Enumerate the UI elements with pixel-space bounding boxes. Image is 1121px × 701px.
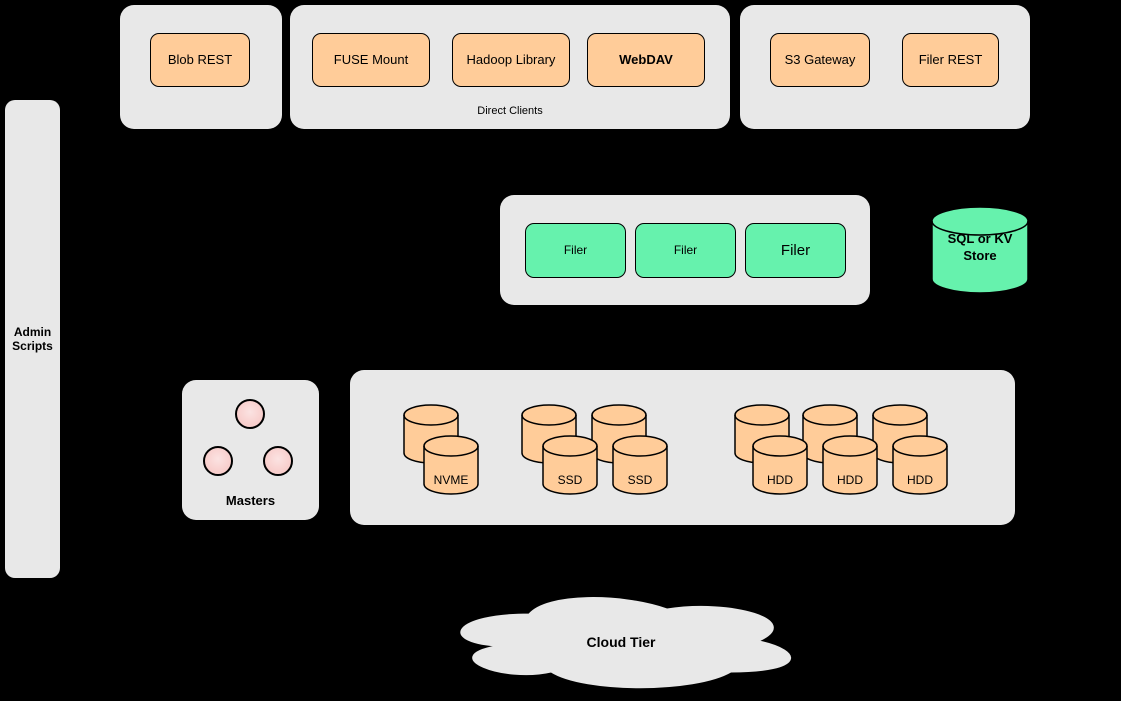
filer-node-2: Filer [635,223,736,278]
sql-kv-store-label: SQL or KV Store [947,231,1013,263]
ssd-cylinder: SSD [611,434,669,496]
master-circle-icon [235,399,265,429]
masters-label: Masters [225,493,276,508]
admin-scripts-label: Admin Scripts [12,324,53,353]
hdd-label: HDD [767,473,793,487]
database-cylinder-icon [542,435,598,495]
hdd-cylinder: HDD [751,434,809,496]
cloud-icon [460,597,792,689]
direct-clients-caption: Direct Clients [477,105,543,117]
database-cylinder-icon [931,206,1029,294]
database-cylinder-icon [822,435,878,495]
hadoop-library-node: Hadoop Library [452,33,570,87]
sql-kv-store-cylinder: SQL or KV Store [930,205,1030,295]
blob-rest-group: Blob REST [120,5,282,129]
nvme-cylinder: NVME [422,434,480,496]
masters-group: Masters [182,380,319,520]
ssd-cylinder: SSD [541,434,599,496]
hdd-label: HDD [907,473,933,487]
filer-rest-node: Filer REST [902,33,999,87]
ssd-label: SSD [557,473,583,487]
filer-group: Filer Filer Filer [500,195,870,305]
master-circle-icon [263,446,293,476]
volume-servers-group: NVME SSD SSD [350,370,1015,525]
gateways-group: S3 Gateway Filer REST [740,5,1030,129]
hdd-cylinder: HDD [821,434,879,496]
nvme-label: NVME [433,473,469,487]
database-cylinder-icon [892,435,948,495]
blob-rest-node: Blob REST [150,33,250,87]
database-cylinder-icon [752,435,808,495]
database-cylinder-icon [612,435,668,495]
cloud-tier-label: Cloud Tier [586,634,656,650]
s3-gateway-node: S3 Gateway [770,33,870,87]
admin-scripts-panel: Admin Scripts [5,100,60,578]
filer-node-1: Filer [525,223,626,278]
filer-node-3: Filer [745,223,846,278]
webdav-node: WebDAV [587,33,705,87]
ssd-label: SSD [627,473,653,487]
database-cylinder-icon [423,435,479,495]
master-circle-icon [203,446,233,476]
cloud-tier-shape: Cloud Tier [437,588,805,693]
hdd-cylinder: HDD [891,434,949,496]
direct-clients-group: FUSE Mount Hadoop Library WebDAV Direct … [290,5,730,129]
hdd-label: HDD [837,473,863,487]
fuse-mount-node: FUSE Mount [312,33,430,87]
